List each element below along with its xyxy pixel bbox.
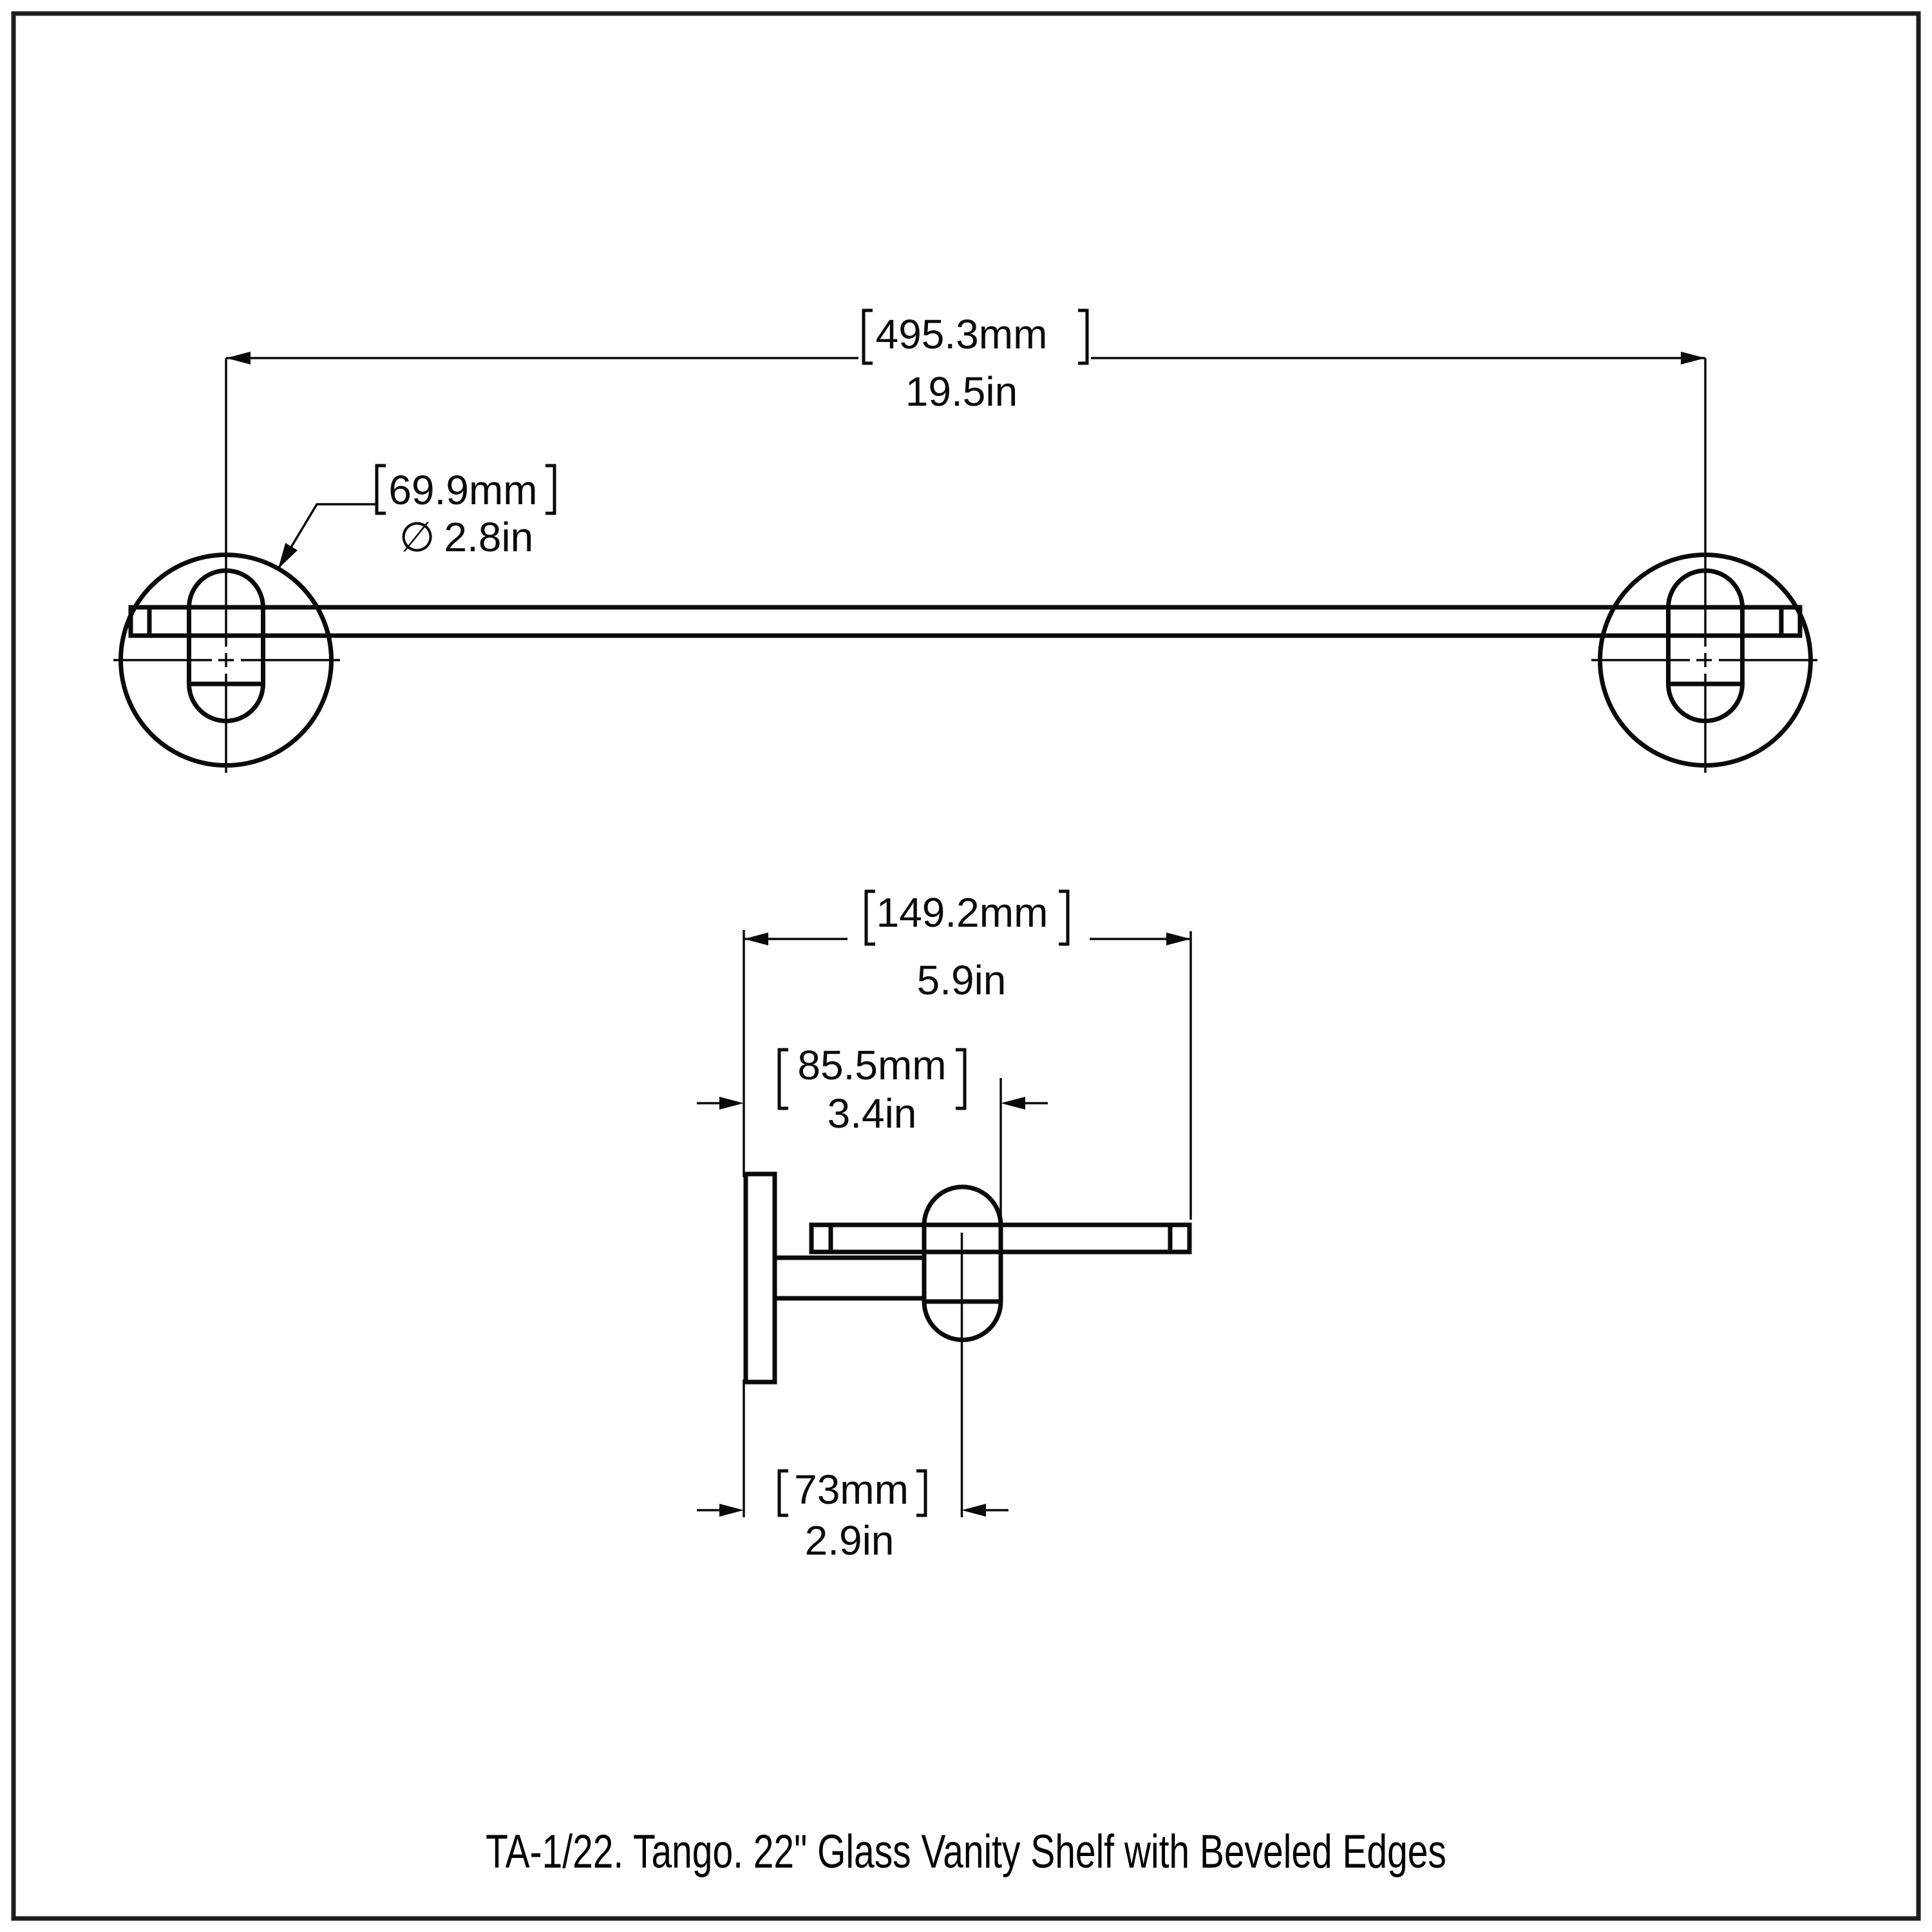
right-clamp-capsule	[1666, 568, 1745, 723]
flange-diameter-dimension: 69.9mm ∅2.8in	[277, 464, 556, 569]
side-extension-lines	[743, 930, 1192, 1517]
page-border	[11, 11, 1921, 1921]
dim-arrow-right	[1001, 1097, 1025, 1110]
right-mount-centerlines	[1591, 358, 1817, 773]
dim-arrow-right	[1681, 352, 1705, 365]
bracket-open	[777, 1048, 788, 1110]
bracket-depth-in-label: 2.9in	[805, 1517, 895, 1564]
bracket-close	[916, 1469, 927, 1517]
bracket-depth-dimension: 73mm 2.9in	[697, 1466, 1009, 1564]
dim-arrow-right	[1166, 933, 1191, 945]
dim-arrow-right	[961, 1504, 986, 1517]
left-flange-circle	[118, 553, 334, 768]
bracket-open	[375, 464, 386, 515]
support-arm	[775, 1255, 925, 1301]
left-mount-centerlines	[113, 358, 340, 773]
shelf-depth-dimension: 85.5mm 3.4in	[697, 1042, 1048, 1137]
wall-plate	[743, 1171, 777, 1385]
depth-dimension: 149.2mm 5.9in	[744, 889, 1191, 1003]
left-clamp-capsule	[187, 568, 265, 723]
dim-arrow-left	[719, 1504, 744, 1517]
dim-arrow-left	[719, 1097, 744, 1110]
dim-arrow-left	[744, 933, 768, 945]
side-view: 149.2mm 5.9in 85.5mm 3.4in 73mm 2.9in	[697, 889, 1192, 1564]
bracket-close	[545, 464, 556, 515]
depth-mm-label: 149.2mm	[876, 889, 1048, 936]
shelf-depth-in-label: 3.4in	[828, 1090, 917, 1137]
bracket-close	[1059, 889, 1070, 946]
glass-shelf-side	[809, 1222, 1192, 1255]
diameter-symbol-icon: ∅	[399, 514, 435, 560]
bracket-depth-mm-label: 73mm	[794, 1466, 909, 1513]
bracket-close	[956, 1048, 967, 1110]
bracket-open	[862, 308, 873, 365]
bracket-open	[864, 889, 875, 946]
drawing-caption: TA-1/22. Tango. 22" Glass Vanity Shelf w…	[486, 1825, 1446, 1877]
bracket-close	[1078, 308, 1089, 365]
shelf-depth-mm-label: 85.5mm	[797, 1042, 946, 1088]
glass-shelf-front	[128, 605, 1803, 638]
leader-arrow	[278, 543, 298, 569]
width-mm-label: 495.3mm	[876, 311, 1048, 357]
dim-arrow-left	[226, 352, 251, 365]
front-view: 495.3mm 19.5in 69.9mm ∅2.8in	[113, 308, 1817, 773]
right-flange-circle	[1598, 553, 1813, 768]
side-clamp-capsule	[922, 1184, 1003, 1342]
depth-in-label: 5.9in	[917, 957, 1007, 1003]
flange-in-label: ∅2.8in	[399, 514, 534, 560]
flange-mm-label: 69.9mm	[388, 467, 537, 513]
bracket-open	[777, 1469, 788, 1517]
width-in-label: 19.5in	[905, 368, 1018, 415]
leader-line	[277, 503, 377, 569]
width-dimension: 495.3mm 19.5in	[226, 308, 1705, 415]
